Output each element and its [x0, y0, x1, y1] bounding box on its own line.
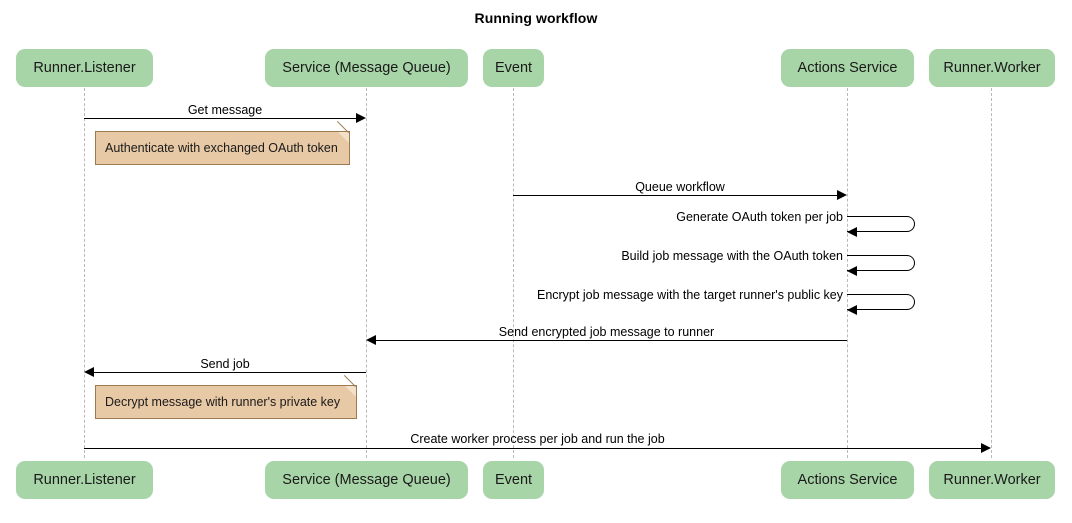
participant-label: Runner.Worker — [943, 472, 1041, 488]
participant-label: Runner.Listener — [33, 472, 136, 488]
note-fold-icon — [338, 132, 349, 143]
participant-label: Actions Service — [797, 60, 898, 76]
note-decrypt: Decrypt message with runner's private ke… — [95, 374, 357, 419]
selfcall-loop-generate-oauth-token — [847, 216, 915, 232]
note-fold-line-icon — [344, 374, 356, 387]
lifeline-service-message-queue — [366, 88, 367, 458]
lifeline-runner-worker — [991, 88, 992, 458]
message-label-send-job: Send job — [200, 357, 250, 371]
participant-footer-event[interactable]: Event — [483, 461, 544, 499]
participant-label: Actions Service — [797, 472, 898, 488]
selfcall-loop-build-job-message — [847, 255, 915, 271]
note-authenticate: Authenticate with exchanged OAuth token — [95, 120, 350, 165]
participant-footer-service-message-queue[interactable]: Service (Message Queue) — [265, 461, 468, 499]
message-line-create-worker-process — [84, 448, 981, 449]
note-label: Authenticate with exchanged OAuth token — [105, 141, 338, 155]
participant-footer-runner-worker[interactable]: Runner.Worker — [929, 461, 1055, 499]
message-arrowhead-send-job — [84, 367, 94, 377]
participant-header-event[interactable]: Event — [483, 49, 544, 87]
lifeline-event — [513, 88, 514, 458]
message-label-get-message: Get message — [187, 103, 263, 117]
page-title: Running workflow — [474, 10, 598, 26]
message-arrowhead-send-encrypted-job-message — [366, 335, 376, 345]
message-line-queue-workflow — [513, 195, 837, 196]
lifeline-runner-listener — [84, 88, 85, 458]
message-line-send-job — [94, 372, 366, 373]
message-label-queue-workflow: Queue workflow — [635, 180, 725, 194]
participant-header-runner-listener[interactable]: Runner.Listener — [16, 49, 153, 87]
participant-label: Runner.Listener — [33, 60, 136, 76]
note-label: Decrypt message with runner's private ke… — [105, 395, 341, 409]
participant-header-actions-service[interactable]: Actions Service — [781, 49, 914, 87]
participant-header-service-message-queue[interactable]: Service (Message Queue) — [265, 49, 468, 87]
message-line-send-encrypted-job-message — [376, 340, 847, 341]
participant-label: Service (Message Queue) — [282, 472, 451, 488]
selfcall-arrowhead-build-job-message — [847, 266, 857, 276]
participant-label: Event — [494, 60, 533, 76]
participant-label: Event — [494, 472, 533, 488]
participant-header-runner-worker[interactable]: Runner.Worker — [929, 49, 1055, 87]
participant-label: Service (Message Queue) — [282, 60, 451, 76]
message-label-build-job-message: Build job message with the OAuth token — [621, 249, 843, 263]
selfcall-arrowhead-generate-oauth-token — [847, 227, 857, 237]
message-label-create-worker-process: Create worker process per job and run th… — [410, 432, 665, 446]
note-fold-line-icon — [337, 120, 349, 133]
message-arrowhead-create-worker-process — [981, 443, 991, 453]
message-arrowhead-get-message — [356, 113, 366, 123]
message-line-get-message — [84, 118, 356, 119]
selfcall-loop-encrypt-job-message — [847, 294, 915, 310]
message-label-generate-oauth-token: Generate OAuth token per job — [676, 210, 843, 224]
participant-label: Runner.Worker — [943, 60, 1041, 76]
note-fold-icon — [345, 386, 356, 397]
message-arrowhead-queue-workflow — [837, 190, 847, 200]
message-label-send-encrypted-job-message: Send encrypted job message to runner — [498, 325, 715, 339]
participant-footer-runner-listener[interactable]: Runner.Listener — [16, 461, 153, 499]
selfcall-arrowhead-encrypt-job-message — [847, 305, 857, 315]
message-label-encrypt-job-message: Encrypt job message with the target runn… — [536, 288, 843, 302]
participant-footer-actions-service[interactable]: Actions Service — [781, 461, 914, 499]
